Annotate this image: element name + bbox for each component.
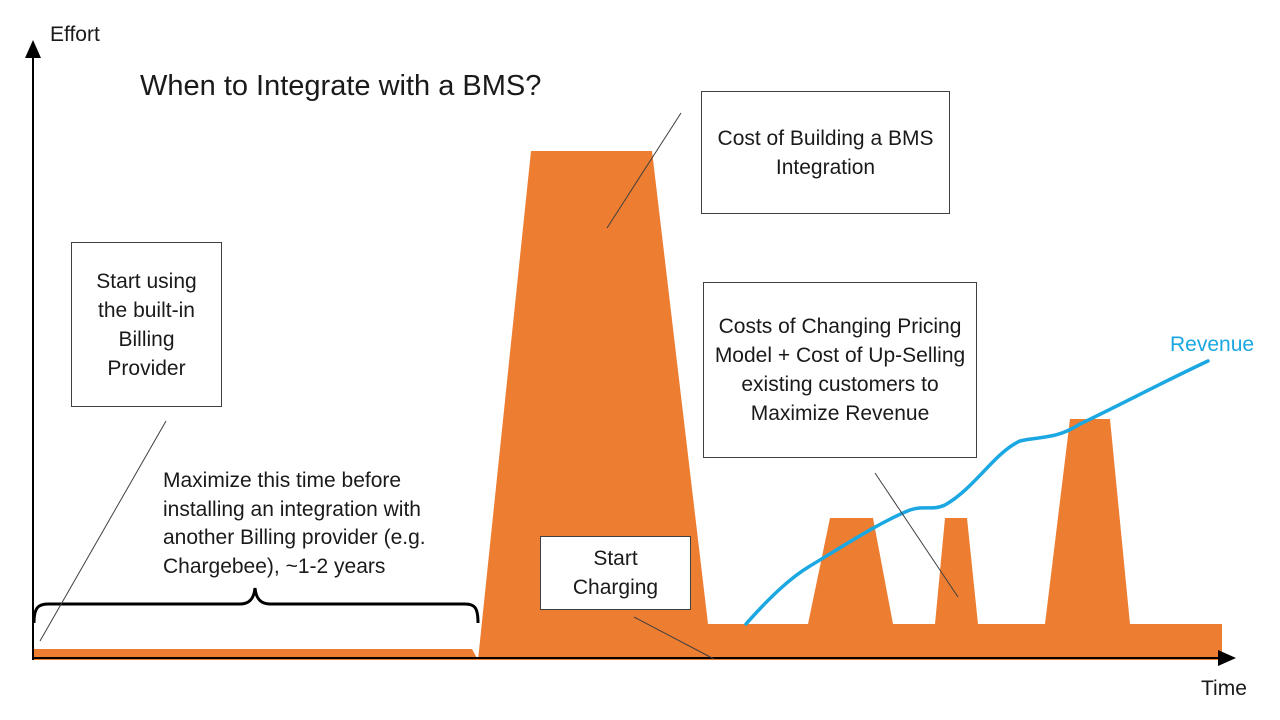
box-costs-changing-text: Costs of Changing Pricing Model + Cost o… [714,315,966,425]
box-costs-changing: Costs of Changing Pricing Model + Cost o… [703,282,977,458]
connector-charging [633,616,715,660]
box-start-charging: Start Charging [540,536,691,610]
diagram-title: When to Integrate with a BMS? [140,70,542,102]
y-axis-label: Effort [50,23,100,46]
box-start-builtin-text: Start using the built-in Billing Provide… [96,269,197,380]
time-note: Maximize this time before installing an … [163,469,426,578]
effort-area [33,151,1222,660]
connector-builtin [39,420,167,642]
revenue-label: Revenue [1170,333,1255,356]
box-cost-building: Cost of Building a BMS Integration [701,91,950,214]
revenue-line [744,359,1210,626]
x-axis-label: Time [1201,677,1247,700]
connector-changing [874,472,959,598]
box-cost-building-text: Cost of Building a BMS Integration [717,126,934,179]
box-start-charging-text: Start Charging [572,547,659,599]
box-start-builtin: Start using the built-in Billing Provide… [71,242,222,407]
connector-building [606,112,682,229]
time-brace [32,587,480,624]
